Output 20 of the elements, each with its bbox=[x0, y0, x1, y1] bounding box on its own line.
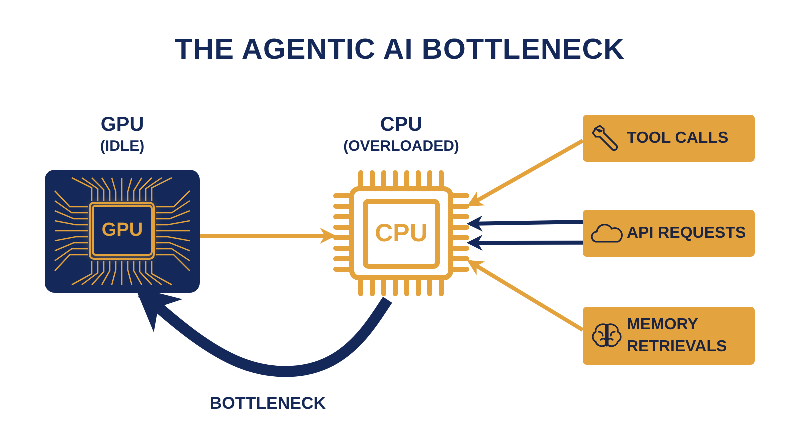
arrow bbox=[466, 235, 583, 251]
status-label: (IDLE) bbox=[99, 138, 146, 155]
arrow bbox=[200, 228, 336, 244]
source-label: TOOL CALLS bbox=[627, 128, 730, 149]
arrow bbox=[467, 260, 584, 332]
source-box bbox=[583, 210, 755, 257]
source-box bbox=[583, 307, 755, 365]
chip-heading: CPU bbox=[379, 114, 424, 137]
processor-core bbox=[363, 199, 440, 269]
source-label: MEMORY RETRIEVALS bbox=[627, 315, 728, 357]
chip-label: CPU bbox=[374, 220, 429, 248]
arrow bbox=[466, 216, 584, 232]
arrow bbox=[467, 139, 584, 207]
diagram-title: THE AGENTIC AI BOTTLENECK bbox=[174, 34, 626, 67]
chip-heading: GPU bbox=[100, 114, 146, 137]
chip-label: GPU bbox=[100, 220, 144, 242]
processor-core bbox=[92, 205, 153, 256]
source-box bbox=[583, 115, 755, 162]
status-label: (OVERLOADED) bbox=[342, 138, 460, 155]
source-label: API REQUESTS bbox=[627, 224, 748, 244]
